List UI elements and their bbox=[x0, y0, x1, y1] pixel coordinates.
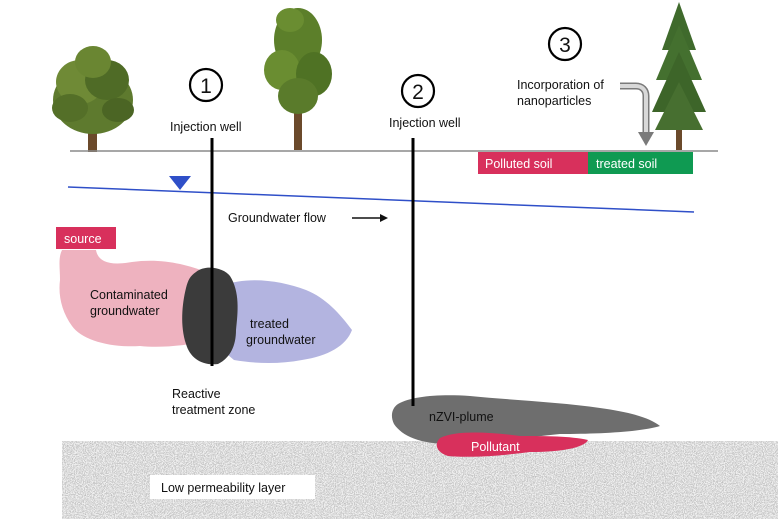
arrow-icon bbox=[620, 82, 654, 146]
pollutant-label: Pollutant bbox=[471, 440, 520, 454]
polluted-soil-box bbox=[478, 152, 588, 174]
injection-well-2-label: Injection well bbox=[389, 116, 461, 130]
incorporation-label-line2: nanoparticles bbox=[517, 94, 591, 108]
tree-icon bbox=[52, 46, 134, 152]
polluted-soil-label: Polluted soil bbox=[485, 157, 552, 171]
source-box bbox=[56, 227, 116, 249]
low-permeability-label-box bbox=[150, 475, 315, 499]
tree-icon bbox=[264, 8, 332, 150]
treated-label-line2: groundwater bbox=[246, 333, 316, 347]
reactive-label-line2: treatment zone bbox=[172, 403, 255, 417]
contaminated-label-line1: Contaminated bbox=[90, 288, 168, 302]
treated-soil-label: treated soil bbox=[596, 157, 657, 171]
water-table-marker-icon bbox=[169, 176, 191, 190]
low-permeability-label: Low permeability layer bbox=[161, 481, 285, 495]
water-table-line bbox=[67, 186, 695, 213]
marker-1-number: 1 bbox=[200, 75, 212, 98]
marker-1-circle bbox=[188, 67, 224, 103]
nzvi-plume-label: nZVI-plume bbox=[429, 410, 494, 424]
source-label: source bbox=[64, 232, 102, 246]
marker-3-number: 3 bbox=[559, 34, 571, 57]
nzvi-plume bbox=[391, 395, 660, 444]
reactive-treatment-zone bbox=[182, 267, 238, 365]
treated-soil-box bbox=[588, 152, 693, 174]
injection-well-1-label: Injection well bbox=[170, 120, 242, 134]
reactive-label-line1: Reactive bbox=[172, 387, 221, 401]
incorporation-label-line1: Incorporation of bbox=[517, 78, 604, 92]
marker-2-circle bbox=[400, 73, 436, 109]
treated-label-line1: treated bbox=[250, 317, 289, 331]
groundwater-flow-label: Groundwater flow bbox=[228, 211, 327, 225]
marker-2-number: 2 bbox=[412, 81, 424, 104]
arrow-icon bbox=[352, 214, 388, 222]
contaminated-label-line2: groundwater bbox=[90, 304, 160, 318]
tree-icon bbox=[652, 2, 706, 150]
marker-3-circle bbox=[547, 26, 583, 62]
pollutant-patch bbox=[436, 432, 588, 457]
contaminated-plume bbox=[59, 250, 210, 347]
treated-plume bbox=[222, 280, 352, 363]
